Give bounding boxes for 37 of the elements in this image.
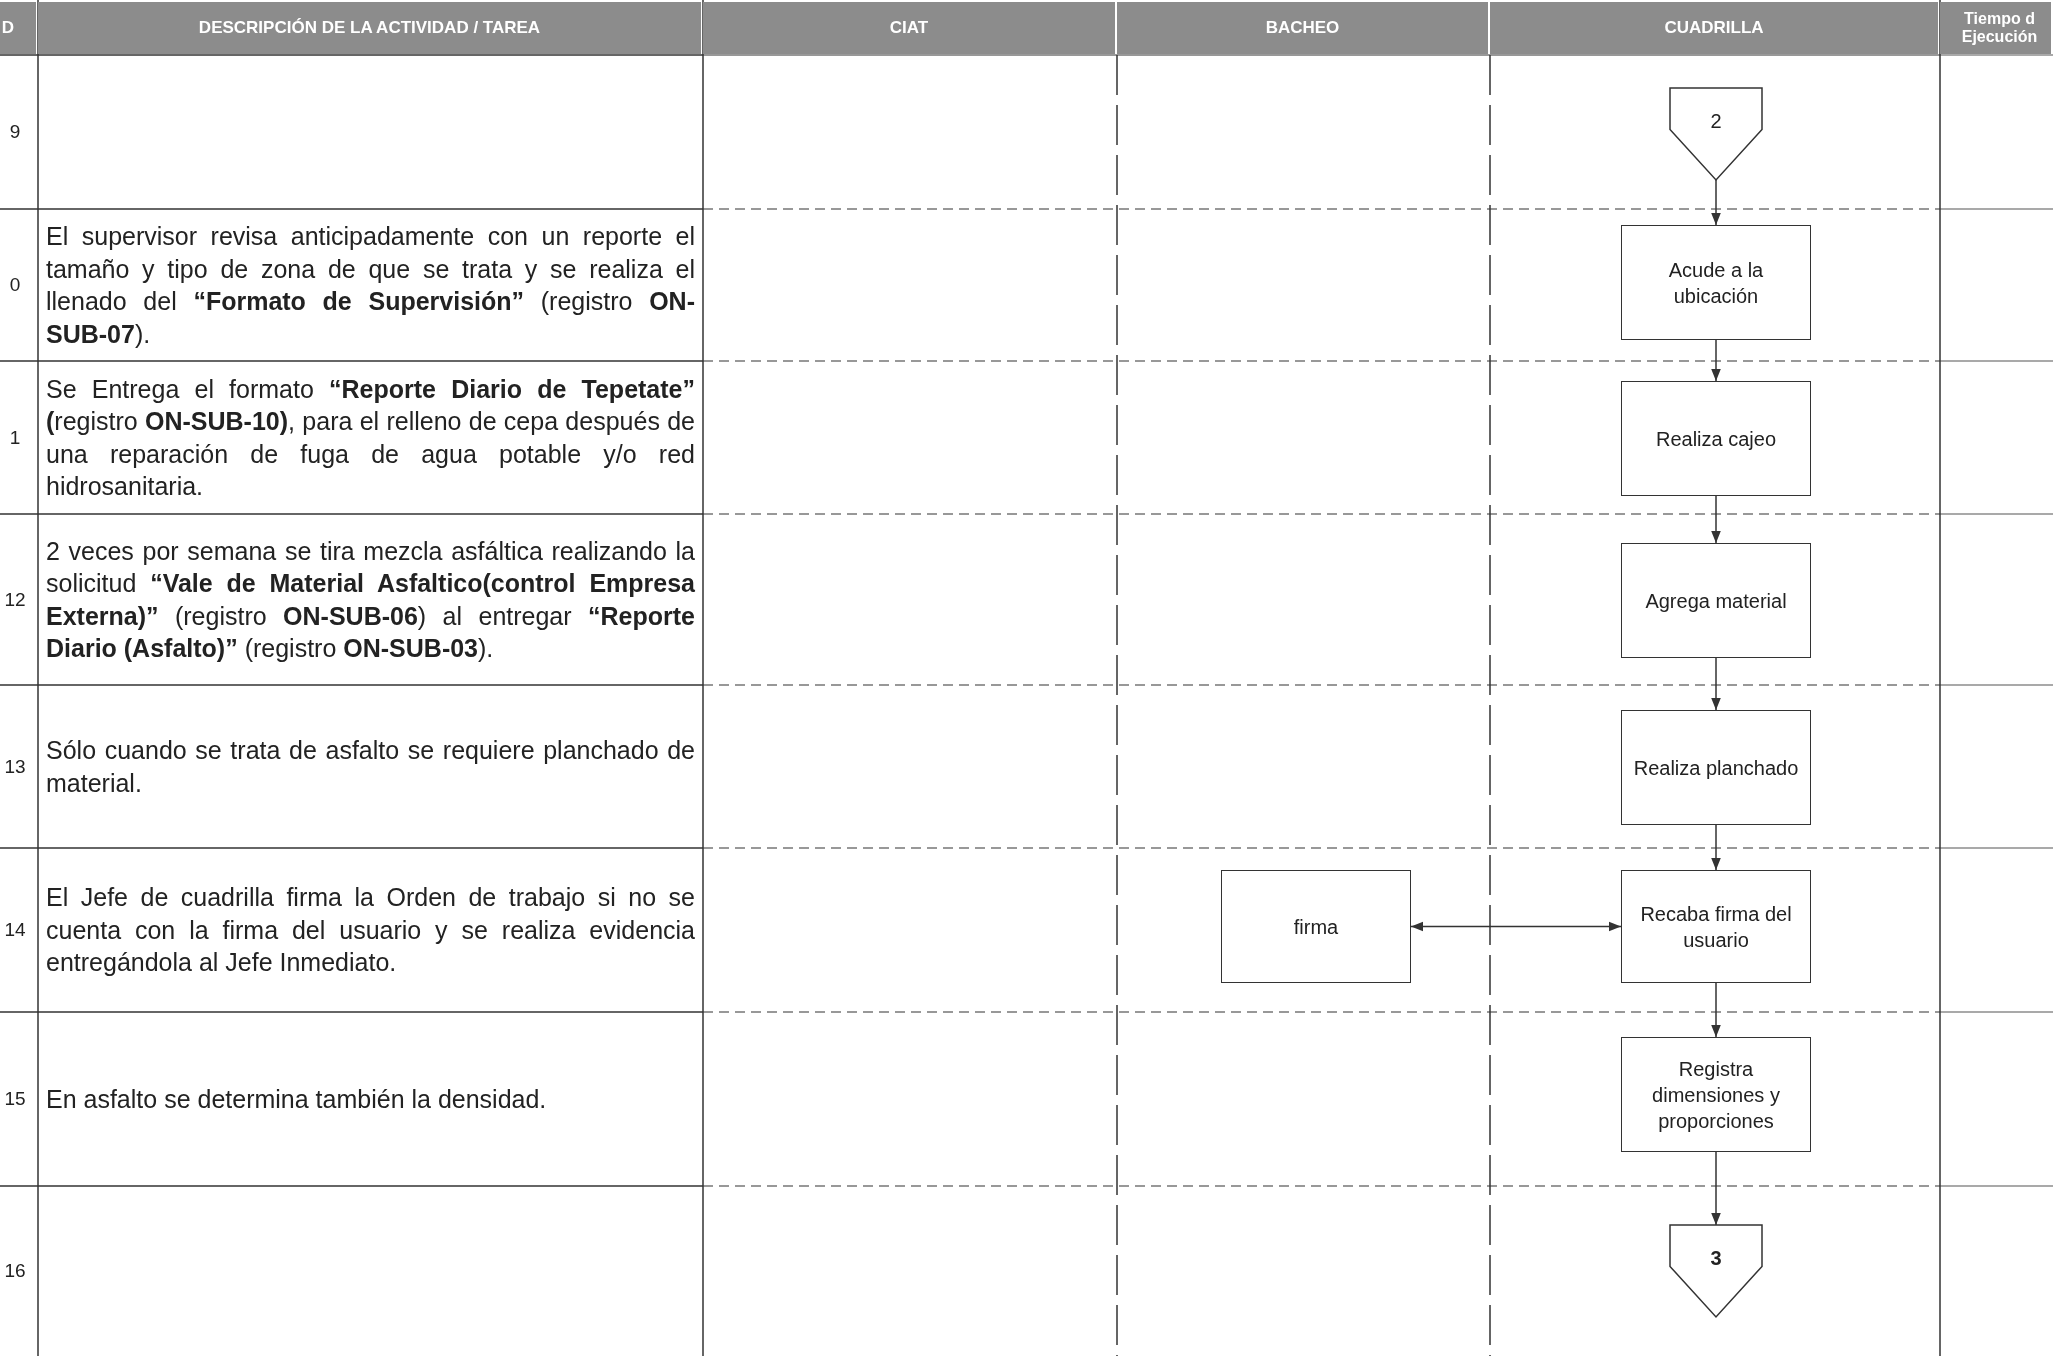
process-box: firma bbox=[1221, 870, 1411, 983]
row-number: 14 bbox=[3, 918, 27, 942]
row-number: 16 bbox=[3, 1259, 27, 1283]
arrow bbox=[1711, 982, 1721, 1038]
arrow bbox=[1711, 824, 1721, 871]
row-number: 15 bbox=[3, 1087, 27, 1111]
off-page-connector: 3 bbox=[1670, 1225, 1762, 1317]
column-header: CUADRILLA bbox=[1490, 2, 1938, 54]
column-header: D bbox=[0, 2, 36, 54]
column-header: BACHEO bbox=[1117, 2, 1488, 54]
row-number: 1 bbox=[8, 425, 22, 450]
process-box: Acude a la ubicación bbox=[1621, 225, 1811, 340]
column-header: CIAT bbox=[703, 2, 1115, 54]
arrow bbox=[1711, 657, 1721, 711]
process-box: Realiza cajeo bbox=[1621, 381, 1811, 496]
activity-description: El supervisor revisa anticipadamente con un reporte el tamaño y tipo de zona de que se trata y se realiza el llenado del “Formato de Supervisión” (registro ON-SUB-07). bbox=[46, 221, 695, 350]
arrow bbox=[1410, 921, 1622, 932]
activity-description: Sólo cuando se trata de asfalto se requiere planchado de material. bbox=[46, 735, 695, 799]
activity-description: El Jefe de cuadrilla firma la Orden de trabajo si no se cuenta con la firma del usuario y se realiza evidencia entregándola al Jefe Inmediato. bbox=[46, 882, 695, 979]
process-box: Recaba firma del usuario bbox=[1621, 870, 1811, 983]
column-header: Tiempo d Ejecución bbox=[1940, 2, 2051, 54]
activity-description: 2 veces por semana se tira mezcla asfáltica realizando la solicitud “Vale de Material Asfaltico(control Empresa Externa)” (registro ON-SUB-06) al entregar “Reporte Diario (Asfalto)” (registro ON-SUB-03). bbox=[46, 535, 695, 664]
row-number: 12 bbox=[3, 587, 27, 612]
arrow bbox=[1711, 1151, 1721, 1226]
process-box: Registra dimensiones y proporciones bbox=[1621, 1037, 1811, 1152]
arrow bbox=[1711, 339, 1721, 382]
row-number: 9 bbox=[8, 120, 22, 144]
process-box: Agrega material bbox=[1621, 543, 1811, 658]
row-number: 0 bbox=[8, 273, 22, 297]
arrow bbox=[1711, 179, 1721, 226]
process-box: Realiza planchado bbox=[1621, 710, 1811, 825]
off-page-connector: 2 bbox=[1670, 88, 1762, 180]
activity-description: En asfalto se determina también la densidad. bbox=[46, 1083, 548, 1115]
arrow bbox=[1711, 495, 1721, 544]
activity-description: Se Entrega el formato “Reporte Diario de Tepetate” (registro ON-SUB-10), para el relleno de cepa después de una reparación de fuga de agua potable y/o red hidrosanitaria. bbox=[46, 373, 695, 502]
row-number: 13 bbox=[3, 754, 27, 779]
column-header: DESCRIPCIÓN DE LA ACTIVIDAD / TAREA bbox=[38, 2, 701, 54]
